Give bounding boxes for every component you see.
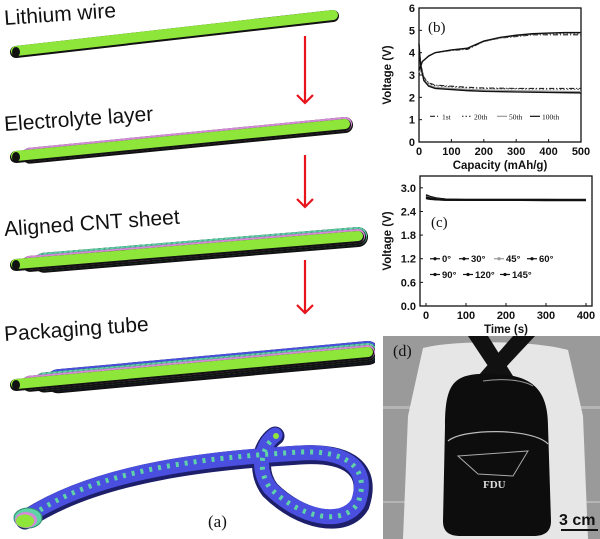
series-line-100th-charge [418,31,581,71]
wire-step-4 [10,341,375,394]
x-tick-label: 200 [475,146,493,158]
legend-marker [530,257,534,261]
wire-end-cap [12,380,20,390]
series-line-1st-charge [418,34,581,76]
scale-bar-label: 3 cm [559,512,595,529]
wire-step-1 [10,10,339,58]
wire-end-cap [12,260,20,270]
legend-label: 50th [509,112,523,121]
legend-label: 0° [442,254,451,265]
plot-area [419,175,593,307]
x-tick-label: 200 [497,310,515,322]
x-tick-label: 400 [539,146,557,158]
bag-logo: FDU [483,479,506,491]
legend-label: 90° [442,270,457,281]
legend-marker [503,272,507,277]
x-axis-label: Capacity (mAh/g) [453,160,548,172]
photo-panel-d: FDU 3 cm (d) [383,336,600,539]
y-tick-label: 1.8 [401,230,416,242]
y-tick-label: 0.6 [401,277,416,289]
x-tick-label: 500 [572,146,590,158]
legend-label: 145° [512,270,532,281]
arrow-down-icon [296,155,314,209]
y-tick-label: 0.0 [401,301,416,313]
wire-end-cap [12,152,20,162]
legend-marker [433,272,437,277]
arrow-down-icon [296,260,314,315]
y-tick-label: 1 [409,115,415,127]
legend-label: 45° [506,254,521,265]
y-axis-label: Voltage (V) [382,211,394,270]
legend-marker [497,257,501,261]
series-line-60° [425,196,587,201]
y-tick-label: 3 [409,70,415,82]
arrow-down-icon [296,36,314,105]
schematic-panel-a [10,10,375,530]
series-line-50th-discharge [418,45,582,93]
x-tick-label: 0 [416,146,422,158]
x-tick-label: 300 [507,146,525,158]
panel-label: (c) [431,215,448,231]
legend-label: 100th [542,112,559,121]
wire-end-cap [12,47,20,57]
y-tick-label: 2.4 [401,206,417,218]
x-tick-label: 100 [457,310,475,322]
legend-label: 30° [471,254,486,265]
legend-marker [466,272,470,277]
series-line-20th-charge [418,33,581,73]
y-axis-label: Voltage (V) [382,45,394,104]
legend-marker [433,257,437,261]
legend-label: 1st [442,112,452,121]
y-tick-label: 1.2 [401,254,416,266]
y-tick-label: 5 [409,25,415,37]
x-axis-label: Time (s) [484,324,528,336]
y-tick-label: 2 [409,92,415,104]
y-tick-label: 0 [409,137,415,149]
legend-label: 60° [539,254,554,265]
plot-area [418,7,582,143]
series-line-0° [425,194,586,201]
series-line-90° [425,196,586,201]
series-line-100th-discharge [418,43,582,94]
wire-step-2 [10,117,353,164]
series-line-120° [425,197,586,201]
y-tick-label: 6 [409,3,415,15]
x-tick-label: 400 [577,310,595,322]
legend-marker [462,257,466,261]
x-tick-label: 100 [442,146,460,158]
panel-label: (b) [428,20,446,36]
legend-label: 120° [475,270,495,281]
series-line-45° [425,195,586,201]
series-line-1st-discharge [418,45,581,89]
y-tick-label: 4 [409,48,416,60]
series-line-50th-charge [418,32,581,73]
legend-label: 20th [474,112,488,121]
wire-step-3 [10,227,368,273]
backpack [443,373,551,536]
x-tick-label: 0 [423,310,429,322]
series-line-30° [425,194,586,201]
x-tick-label: 300 [537,310,555,322]
panel-label-d: (d) [393,343,412,360]
series-line-20th-discharge [418,45,582,90]
panel-label-a: (a) [208,512,227,531]
series-line-145° [425,197,586,202]
y-tick-label: 3.0 [401,183,416,195]
bent-fiber-battery [13,426,373,530]
backpack-strap [478,336,535,381]
